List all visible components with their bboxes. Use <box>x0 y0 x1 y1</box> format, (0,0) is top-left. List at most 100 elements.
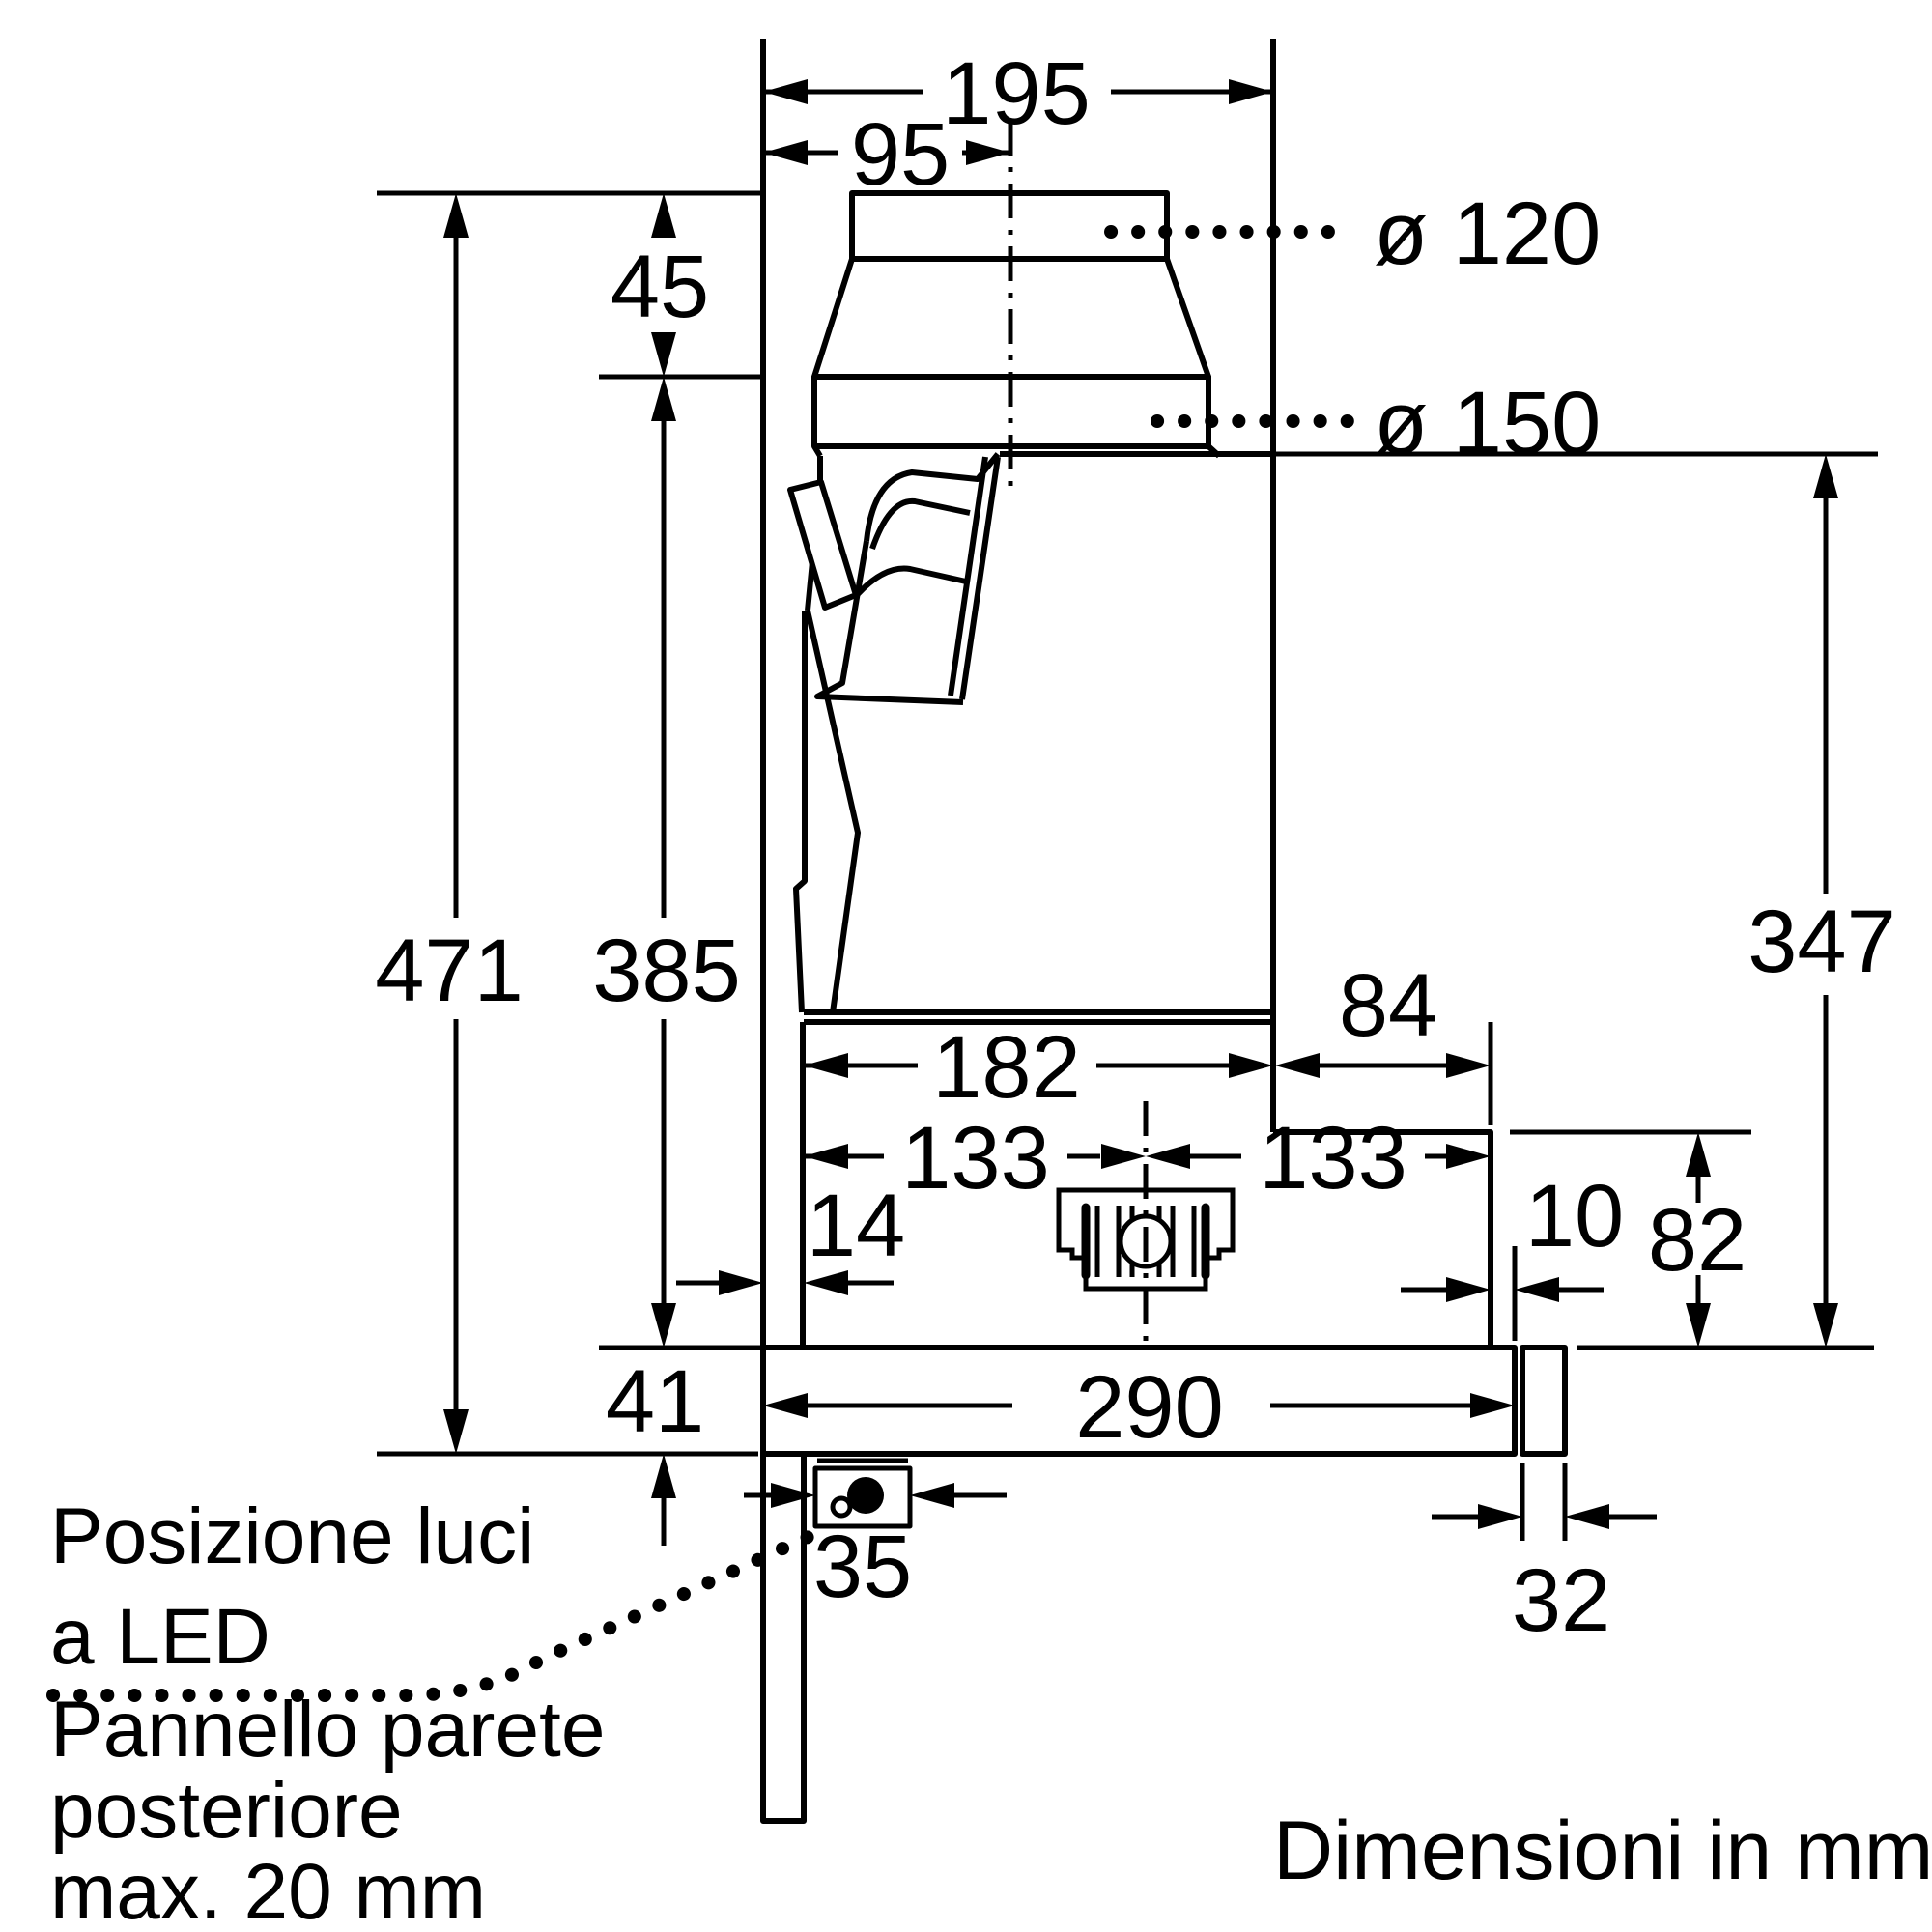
arrow-left-side <box>1446 1277 1491 1302</box>
dim-32: 32 <box>1432 1504 1657 1650</box>
led-small-circle <box>830 1495 853 1519</box>
arrow-right <box>1470 1393 1515 1418</box>
arrow-to-box-right <box>910 1483 954 1508</box>
cylinder-caps <box>1081 1203 1210 1280</box>
arrow-to-body <box>804 1270 848 1295</box>
back-edge-upper <box>793 611 808 1013</box>
arrow-down <box>1686 1303 1711 1348</box>
dim-182: 182 <box>804 1018 1273 1117</box>
blower-frame-right <box>948 456 1001 700</box>
arrow-down <box>1813 1303 1838 1348</box>
dim-label: 133 <box>1259 1109 1407 1208</box>
dim-385: 385 <box>592 377 741 1348</box>
visor-end-cap <box>1520 1345 1568 1457</box>
dim-label: ø 120 <box>1374 185 1601 283</box>
dim-label: 45 <box>611 238 709 336</box>
arrow-right <box>1446 1144 1491 1169</box>
dim-label: 290 <box>1075 1358 1224 1457</box>
arrow-right-side <box>1515 1277 1559 1302</box>
dim-82: 82 <box>1648 1132 1747 1348</box>
dim-label: 35 <box>813 1518 912 1616</box>
dim-133-left: 133 <box>804 1109 1146 1208</box>
arrow-right <box>966 140 1010 165</box>
arrow-down <box>651 1303 676 1348</box>
panel-note-line3: max. 20 mm <box>50 1848 486 1932</box>
dim-10: 10 <box>1401 1167 1624 1302</box>
led-dot <box>847 1477 884 1514</box>
flap-curve-upper <box>869 497 971 550</box>
blower-frame-left-bottom <box>814 540 964 705</box>
dim-84: 84 <box>1275 956 1491 1078</box>
dim-label: 32 <box>1512 1551 1610 1650</box>
dim-label: 14 <box>807 1177 905 1275</box>
dim-label: 133 <box>901 1109 1050 1208</box>
arrow-to-cap-right <box>1565 1504 1609 1529</box>
arrow-down <box>651 332 676 377</box>
arrow-left-at-center <box>1146 1144 1190 1169</box>
dim-label: 471 <box>375 922 524 1020</box>
reference-lines <box>377 190 1878 1541</box>
arrow-up <box>1813 454 1838 498</box>
dim-41: 41 <box>606 1352 704 1546</box>
dimensions: 195 95 45 ø 120 ø 150 471 <box>375 44 1896 1650</box>
dim-14: 14 <box>676 1177 905 1295</box>
led-detail <box>812 1458 913 1529</box>
arrow-to-box-left <box>771 1483 815 1508</box>
dim-label: 95 <box>851 105 950 204</box>
front-step <box>1273 1129 1493 1348</box>
arrow-up <box>1686 1132 1711 1177</box>
arrow-up <box>651 1454 676 1498</box>
arrow-up <box>443 193 469 238</box>
arrow-to-wall <box>719 1270 763 1295</box>
arrow-right <box>1229 1053 1273 1078</box>
arrow-down <box>443 1409 469 1454</box>
led-note-line1: Posizione luci <box>50 1492 534 1580</box>
wall-and-panel <box>760 39 807 1824</box>
dim-label: 41 <box>606 1352 704 1451</box>
dim-label: 347 <box>1747 893 1896 991</box>
hood-body <box>793 39 1493 1348</box>
dim-label: ø 150 <box>1374 374 1601 472</box>
flap-curve-lower <box>855 565 967 597</box>
blower-frame-top <box>864 452 1001 542</box>
dim-35: 35 <box>744 1483 1007 1616</box>
dim-133-right: 133 <box>1146 1109 1491 1208</box>
arrow-right <box>1229 79 1273 104</box>
arrow-to-cap-left <box>1478 1504 1522 1529</box>
panel-note-line2: posteriore <box>50 1767 403 1855</box>
damper-flap <box>787 479 859 611</box>
dim-label: 84 <box>1339 956 1437 1055</box>
dim-dia150: ø 150 <box>1374 374 1601 472</box>
arrow-right <box>1446 1053 1491 1078</box>
arrow-left <box>763 79 808 104</box>
leaders <box>46 225 1359 1702</box>
led-note-line2: a LED <box>50 1593 270 1681</box>
arrow-right <box>1101 1144 1146 1169</box>
annotations: Posizione luci a LED Pannello parete pos… <box>50 1492 1932 1932</box>
dim-95: 95 <box>763 105 1010 204</box>
duct-neck-chamfers <box>811 443 1222 459</box>
dim-45: 45 <box>611 193 709 377</box>
arrow-left <box>1275 1053 1320 1078</box>
dim-label: 385 <box>592 922 741 1020</box>
dim-label: 182 <box>932 1018 1081 1117</box>
dim-347: 347 <box>1747 454 1896 1348</box>
arrow-left <box>804 1053 848 1078</box>
fan-internals-sketch <box>787 452 1001 1013</box>
arrow-left <box>763 140 808 165</box>
visor-plate <box>760 1345 1568 1457</box>
dim-dia120: ø 120 <box>1374 185 1601 283</box>
units-note: Dimensioni in mm <box>1273 1804 1932 1897</box>
dim-label: 10 <box>1525 1167 1624 1265</box>
dim-195: 195 <box>763 44 1273 143</box>
dim-label: 195 <box>942 44 1091 143</box>
bracket-outline <box>1056 1187 1236 1292</box>
leader-led <box>46 1521 834 1702</box>
arrow-left <box>763 1393 808 1418</box>
arrow-up <box>651 377 676 421</box>
arrow-up <box>651 193 676 238</box>
dim-label: 82 <box>1648 1191 1747 1290</box>
rear-wall-panel <box>760 1451 807 1824</box>
